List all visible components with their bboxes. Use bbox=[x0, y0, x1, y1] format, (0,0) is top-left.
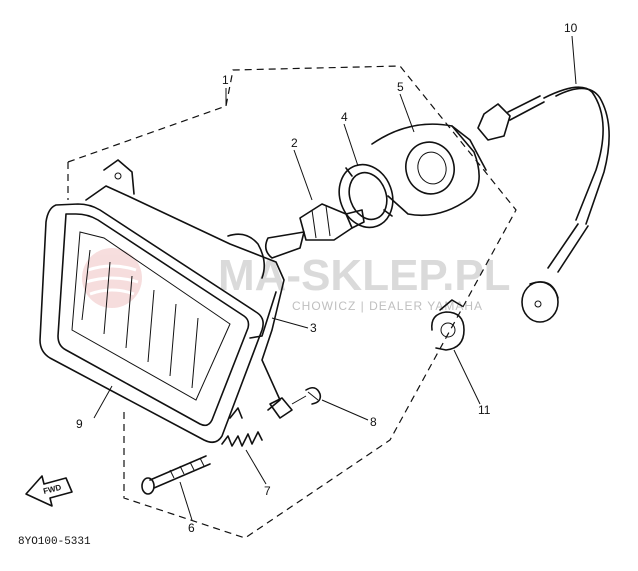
callout-10: 10 bbox=[564, 21, 578, 35]
callout-11: 11 bbox=[478, 403, 491, 417]
watermark-logo-icon bbox=[82, 248, 142, 308]
callout-8: 8 bbox=[370, 415, 377, 429]
callout-1: 1 bbox=[222, 73, 229, 87]
bulb-cover bbox=[371, 123, 487, 217]
part-callouts: 1 2 3 4 5 6 7 8 9 10 11 bbox=[76, 21, 578, 535]
callout-4: 4 bbox=[341, 110, 348, 124]
screw bbox=[141, 455, 211, 495]
leader-lines bbox=[93, 35, 577, 521]
wire-clamp bbox=[430, 299, 465, 351]
callout-5: 5 bbox=[397, 80, 404, 94]
bulb-socket bbox=[338, 163, 394, 229]
callout-7: 7 bbox=[264, 484, 271, 498]
callout-2: 2 bbox=[291, 136, 298, 150]
fwd-label: FWD bbox=[42, 483, 62, 496]
lead-wire bbox=[477, 86, 610, 323]
callout-6: 6 bbox=[188, 521, 195, 535]
callout-9: 9 bbox=[76, 417, 83, 431]
adjuster-bracket bbox=[269, 395, 307, 419]
watermark: MA-SKLEP.PL CHOWICZ | DEALER YAMAHA bbox=[82, 248, 511, 313]
headlight-lens bbox=[39, 203, 264, 444]
assembly-outline bbox=[67, 65, 517, 539]
fwd-arrow: FWD bbox=[25, 475, 73, 507]
nut bbox=[305, 386, 322, 405]
watermark-main-text: MA-SKLEP.PL bbox=[218, 251, 511, 300]
headlight-housing bbox=[85, 159, 285, 411]
bulb bbox=[264, 203, 365, 259]
spring bbox=[221, 431, 263, 447]
callout-3: 3 bbox=[310, 321, 317, 335]
watermark-sub-text: CHOWICZ | DEALER YAMAHA bbox=[292, 299, 483, 313]
drawing-code: 8YO100-5331 bbox=[18, 536, 91, 548]
